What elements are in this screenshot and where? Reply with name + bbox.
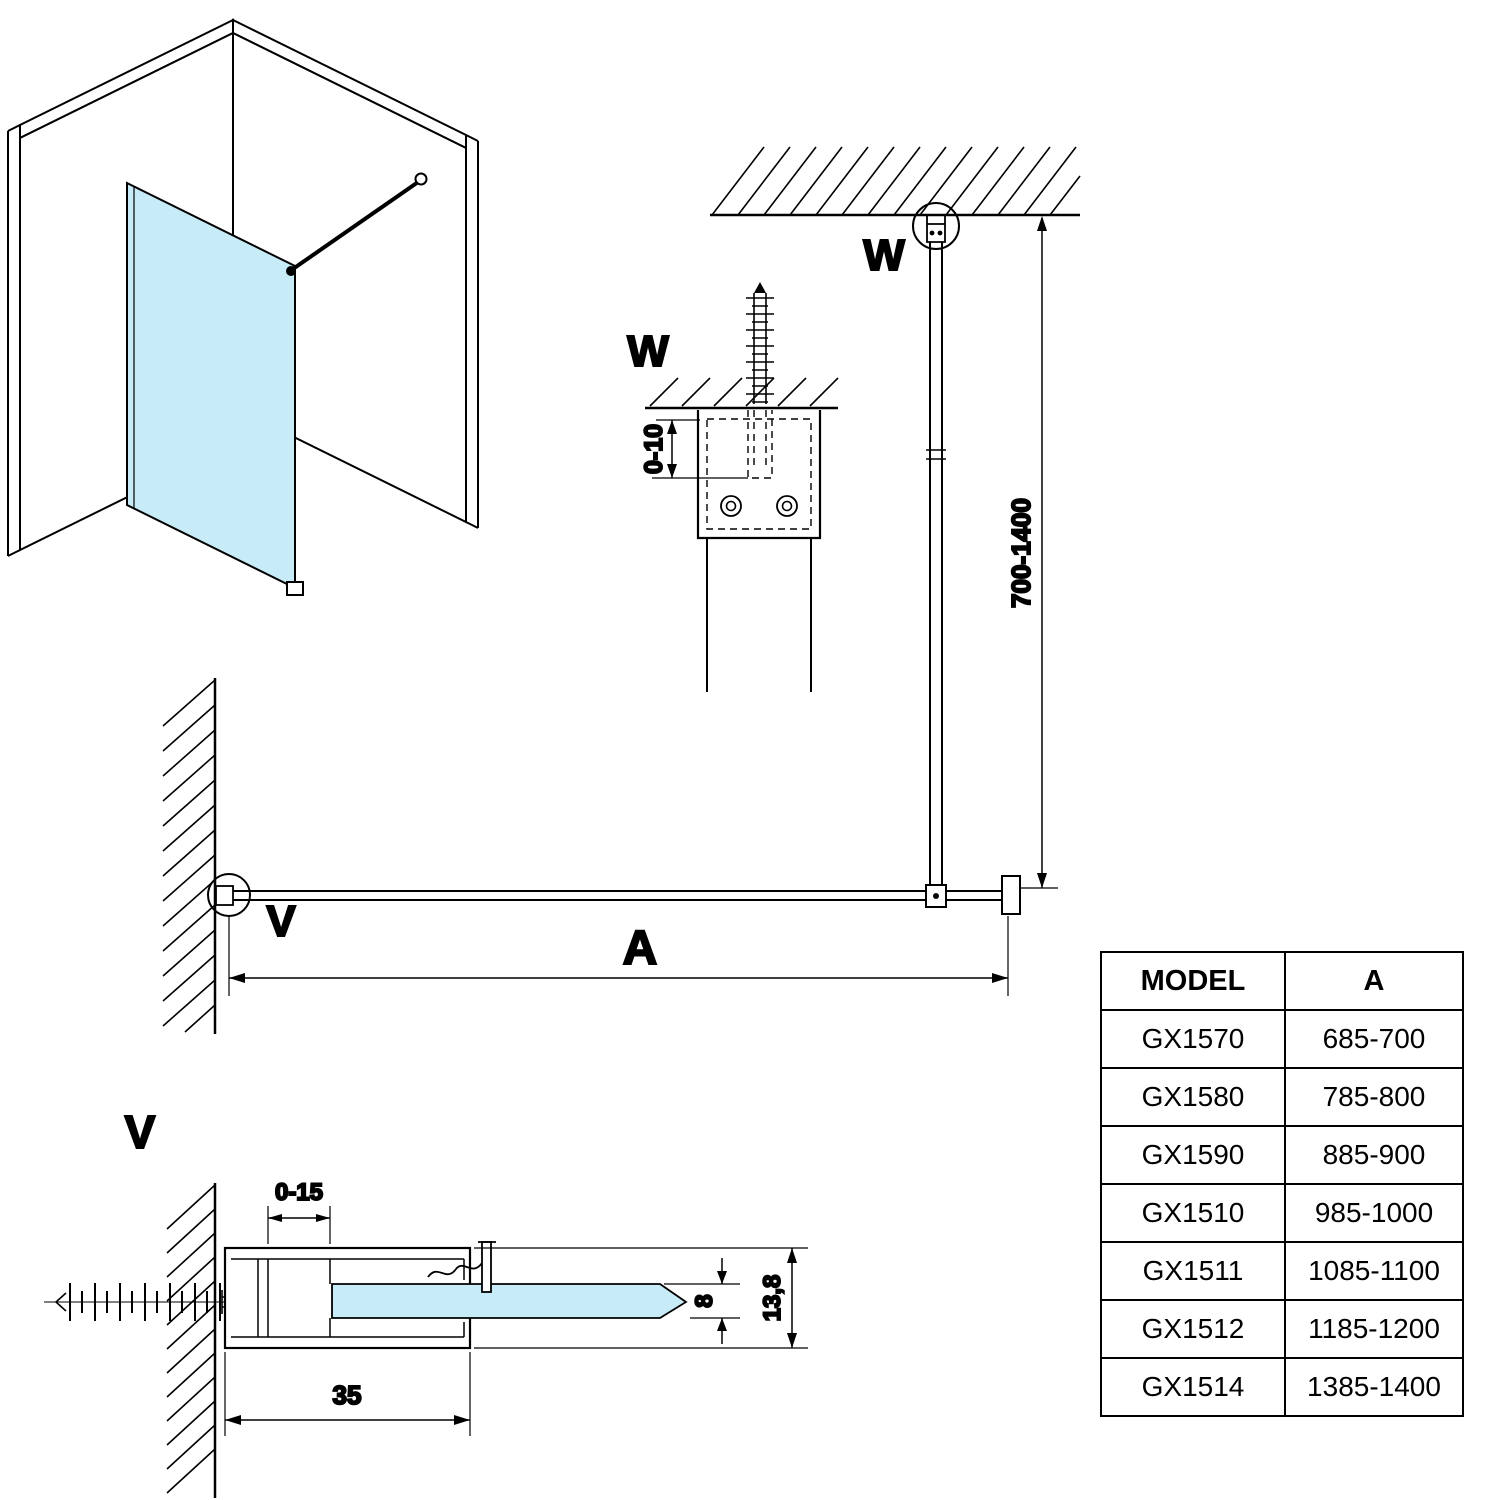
bar-top-bracket (926, 215, 946, 243)
dim-0-10: 0-10 (639, 419, 748, 479)
wall-hatch-section (166, 1184, 216, 1494)
bracket-bolt-left (720, 495, 742, 517)
dim-a-label: A (623, 922, 658, 975)
spring-clip-icon (427, 1262, 483, 1278)
table-row: GX1514 1385-1400 (1102, 1357, 1462, 1415)
clip-pin (481, 1241, 492, 1293)
bar-wall-mount (414, 172, 428, 186)
table-header-row: MODEL A (1102, 953, 1462, 1009)
model-cell: GX1512 (1102, 1301, 1286, 1357)
table-row: GX1512 1185-1200 (1102, 1299, 1462, 1357)
a-cell: 785-800 (1322, 1081, 1426, 1112)
isometric-view (7, 18, 479, 596)
table-row: GX1590 885-900 (1102, 1125, 1462, 1183)
plan-view: V A (162, 678, 1021, 1034)
support-bar (929, 242, 943, 886)
bar-connector (926, 449, 946, 460)
table-row: GX1580 785-800 (1102, 1067, 1462, 1125)
a-cell: 1385-1400 (1307, 1371, 1441, 1402)
model-cell: GX1570 (1102, 1011, 1286, 1067)
model-cell: GX1514 (1102, 1359, 1286, 1415)
dim-700-1400: 700-1400 (1005, 216, 1058, 889)
dim-a: A (228, 916, 1009, 996)
a-cell: 1085-1100 (1308, 1255, 1440, 1286)
wall-hatch-plan (162, 679, 216, 1033)
glass-plan (232, 890, 1002, 901)
bar-glass-clamp (286, 266, 296, 276)
detail-w-view-label: W (627, 327, 669, 376)
profile-inner-lines (231, 1258, 465, 1338)
dim-8: 8 (664, 1258, 740, 1344)
svg-text:8: 8 (691, 1294, 718, 1307)
table-header-model: MODEL (1102, 953, 1286, 1009)
svg-text:35: 35 (333, 1380, 362, 1410)
table-row: GX1570 685-700 (1102, 1009, 1462, 1067)
dim-0-15: 0-15 (267, 1178, 331, 1244)
a-cell: 685-700 (1322, 1023, 1426, 1054)
screw-icon (746, 282, 774, 470)
table-header-a: A (1363, 964, 1385, 997)
bracket-slot-dashed (747, 410, 773, 479)
right-wall-thickness (465, 134, 479, 529)
bracket-inner-dashed (706, 418, 812, 530)
svg-text:0-10: 0-10 (640, 424, 668, 474)
glass-wall-profile (215, 885, 234, 906)
detail-v-view: V 0-15 (44, 1105, 808, 1498)
support-bar-iso (288, 178, 423, 273)
table-row: GX1511 1085-1100 (1102, 1241, 1462, 1299)
table-row: GX1510 985-1000 (1102, 1183, 1462, 1241)
glass-foot (286, 581, 304, 596)
svg-text:13,8: 13,8 (759, 1275, 786, 1322)
svg-text:0-15: 0-15 (275, 1179, 323, 1206)
detail-v-view-label: V (125, 1106, 156, 1158)
detail-v-ref-label: V (266, 897, 296, 946)
glass-end-clamp (1001, 875, 1021, 915)
wall-anchor-icon (44, 1283, 262, 1321)
dim-13-8: 13,8 (474, 1247, 808, 1349)
bracket-ceiling-hatch (649, 377, 839, 407)
model-cell: GX1580 (1102, 1069, 1286, 1125)
detail-w-view: W 0-10 (626, 282, 839, 692)
a-cell: 985-1000 (1314, 1197, 1434, 1228)
svg-text:700-1400: 700-1400 (1006, 498, 1036, 608)
glass-section (331, 1283, 688, 1319)
a-cell: 1185-1200 (1308, 1313, 1440, 1344)
model-cell: GX1510 (1102, 1185, 1286, 1241)
detail-w-ref-label: W (863, 231, 905, 280)
model-cell: GX1590 (1102, 1127, 1286, 1183)
model-cell: GX1511 (1102, 1243, 1286, 1299)
ceiling-hatch (711, 146, 1081, 216)
bracket-outline (696, 410, 822, 540)
a-cell: 885-900 (1322, 1139, 1426, 1170)
bracket-bolt-right (776, 495, 798, 517)
left-wall-thickness (7, 124, 21, 557)
detail-w-circle (912, 202, 960, 250)
model-table: MODEL A GX1570 685-700 GX1580 785-800 GX… (1100, 951, 1464, 1417)
dim-35: 35 (224, 1352, 471, 1436)
glass-below-bracket (706, 538, 812, 692)
ceiling-bar-view: W 700-1400 (710, 146, 1081, 889)
